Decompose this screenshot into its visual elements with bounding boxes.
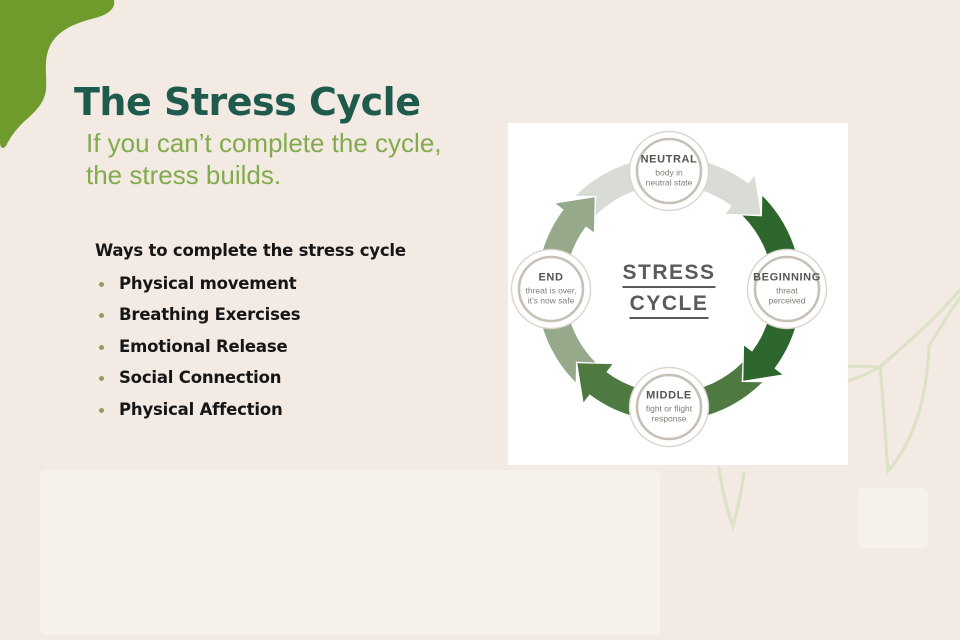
cycle-arrow-middle (577, 362, 763, 421)
node-end-sub-line2: it’s now safe (527, 295, 575, 306)
node-middle-sub-line1: fight or flight (645, 403, 693, 414)
center-word-stress: STRESS (622, 261, 716, 288)
list-item: Physical movement (95, 273, 406, 293)
node-beginning-sub-line2: perceived (768, 295, 806, 306)
bullet-icon (99, 281, 104, 287)
corner-blob-decoration (0, 0, 115, 148)
node-beginning-sub: threat perceived (743, 285, 831, 306)
bullet-icon (99, 407, 104, 413)
node-end-sub-line1: threat is over, (525, 285, 577, 296)
node-neutral: NEUTRAL body in neutral state (625, 154, 713, 189)
node-circle-neutral (628, 130, 710, 212)
cycle-arrow-end (537, 197, 596, 383)
center-word-cycle: CYCLE (629, 292, 709, 319)
page-title: The Stress Cycle (74, 80, 421, 124)
subtitle-line-1: If you can’t complete the cycle, (86, 128, 442, 158)
cycle-arrows-icon (510, 130, 828, 448)
node-end-name: END (538, 271, 564, 284)
node-middle-sub: fight or flight response (625, 403, 713, 424)
subtitle: If you can’t complete the cycle, the str… (86, 127, 442, 191)
list-item: Emotional Release (95, 336, 406, 356)
diagram-center-label: STRESS CYCLE (622, 261, 716, 319)
node-neutral-sub: body in neutral state (625, 167, 713, 188)
node-middle: MIDDLE fight or flight response (625, 390, 713, 425)
stress-cycle-diagram: NEUTRAL body in neutral state BEGINNING … (508, 123, 848, 465)
node-beginning-name: BEGINNING (753, 271, 821, 284)
node-middle-sub-line2: response (651, 413, 687, 424)
bullet-icon (99, 376, 104, 381)
list-item: Social Connection (95, 368, 406, 388)
node-beginning-sub-line1: threat (776, 285, 798, 296)
node-beginning: BEGINNING threat perceived (743, 272, 831, 307)
list-item-label: Physical Affection (119, 399, 283, 419)
node-neutral-sub-line1: body in (655, 167, 683, 178)
node-circle-end (510, 248, 592, 330)
bullet-icon (99, 313, 104, 318)
list-item-label: Physical movement (119, 273, 297, 293)
subtitle-line-2: the stress builds. (86, 160, 282, 190)
list-item-label: Social Connection (119, 368, 282, 387)
faint-highlight-left (40, 470, 660, 635)
list-item: Physical Affection (95, 399, 406, 419)
list-item-label: Emotional Release (119, 336, 288, 356)
ways-list: Ways to complete the stress cycle Physic… (95, 241, 406, 431)
leaf-decoration-icon (717, 288, 960, 532)
cycle-arrow-neutral (575, 157, 761, 216)
list-heading: Ways to complete the stress cycle (95, 241, 406, 260)
node-neutral-sub-line2: neutral state (645, 177, 693, 188)
bullet-icon (99, 344, 104, 350)
node-end: END threat is over, it’s now safe (507, 272, 595, 307)
cycle-arrow-beginning (742, 195, 801, 381)
list-item: Breathing Exercises (95, 305, 406, 325)
faint-highlight-right (858, 488, 928, 548)
node-end-sub: threat is over, it’s now safe (507, 285, 595, 306)
list-item-label: Breathing Exercises (119, 305, 301, 324)
node-circle-middle (628, 366, 710, 448)
node-neutral-name: NEUTRAL (640, 153, 698, 166)
node-circle-beginning (746, 248, 828, 330)
node-middle-name: MIDDLE (646, 389, 692, 402)
